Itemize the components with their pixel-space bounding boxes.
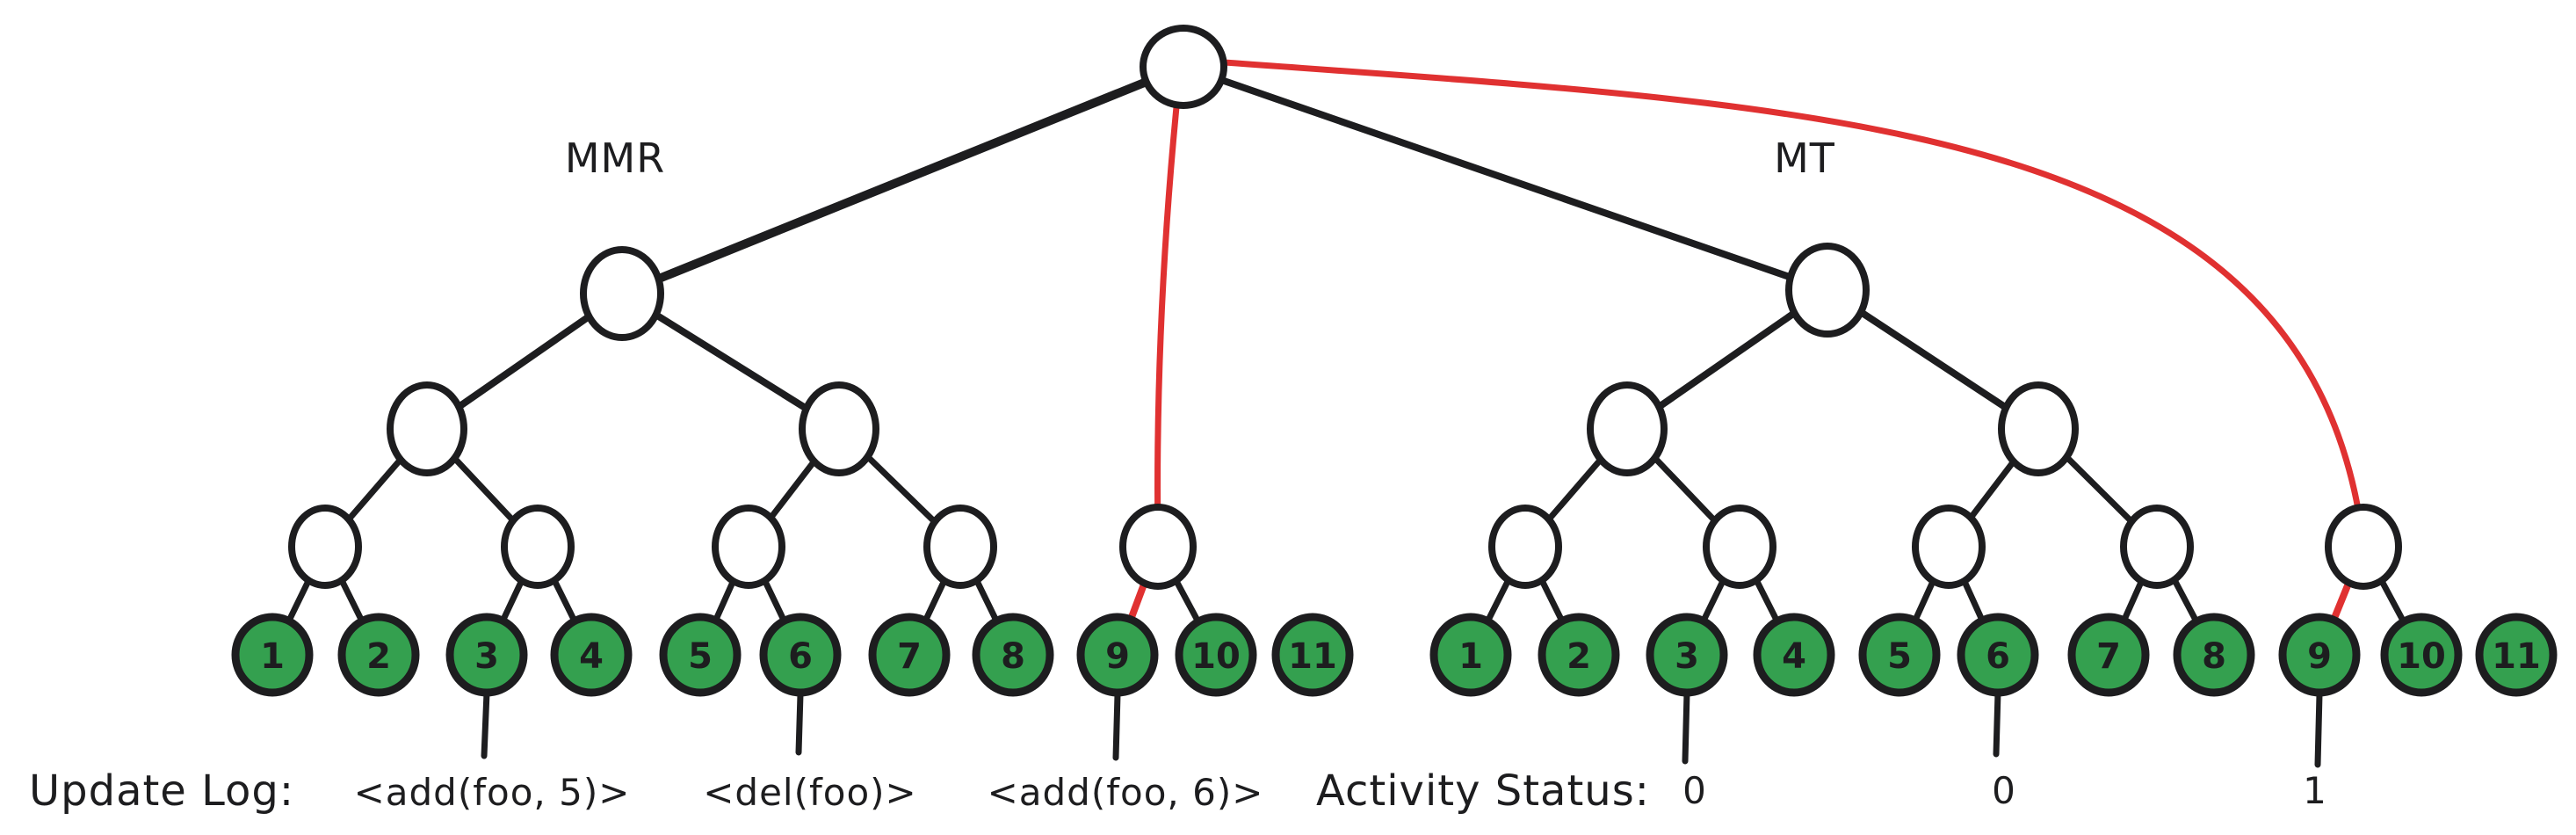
- edge-root-t-l1: [1180, 63, 1831, 294]
- mmr-parent-3-4: [501, 505, 575, 589]
- tick-mmr-leaf-9: [1112, 691, 1121, 761]
- mt-leaf-2: [1538, 613, 1620, 697]
- mt-leaf-11: [2475, 613, 2558, 697]
- mmr-leaf-2-label: 2: [366, 636, 391, 677]
- mt-leaf-3-label: 3: [1675, 636, 1699, 677]
- mmr-label: MMR: [565, 134, 665, 182]
- mmr-leaf-7-label: 7: [897, 636, 922, 677]
- mmr-leaf-6: [759, 613, 842, 697]
- mt-leaf-6-label: 6: [1986, 636, 2010, 677]
- mt-leaf-8: [2173, 613, 2255, 697]
- mt-parent-9-10: [2325, 504, 2402, 590]
- mt-leaf-1: [1429, 613, 1512, 697]
- mt-level2-right: [1998, 381, 2079, 476]
- mmr-leaf-2: [337, 613, 420, 697]
- tick-mmr-leaf-3: [481, 689, 490, 759]
- mmr-leaf-10: [1175, 613, 1257, 697]
- tick-mmr-leaf-6: [795, 691, 804, 756]
- update-log-entry-1: <add(foo, 5)>: [354, 771, 631, 814]
- mmr-leaf-9-label: 9: [1105, 636, 1130, 677]
- red-link-root-mt-peak: [1184, 56, 2367, 547]
- mt-leaf-5: [1858, 613, 1941, 697]
- mt-leaf-2-label: 2: [1567, 636, 1591, 677]
- mt-leaf-7: [2067, 613, 2150, 697]
- activity-status-2: 0: [1992, 769, 2016, 812]
- mt-parent-7-8: [2120, 505, 2194, 589]
- mmr-leaf-1: [231, 613, 314, 697]
- mt-parent-3-4: [1703, 505, 1776, 589]
- mt-leaf-10: [2380, 613, 2463, 697]
- mt-leaf-3: [1646, 613, 1728, 697]
- mmr-leaf-11: [1271, 613, 1354, 697]
- edge-root-m-l1: [618, 62, 1188, 298]
- activity-status-1: 0: [1682, 769, 1707, 812]
- root-node: [1140, 25, 1227, 109]
- mt-label: MT: [1774, 134, 1835, 182]
- mmr-leaf-9: [1076, 613, 1159, 697]
- nodes-layer: [231, 25, 2558, 697]
- update-log-entry-3: <add(foo, 6)>: [988, 771, 1264, 814]
- tick-mt-leaf-9: [2314, 691, 2323, 768]
- mt-leaf-6: [1957, 613, 2039, 697]
- mmr-level2-right: [799, 381, 879, 476]
- mmr-leaf-8-label: 8: [1001, 636, 1025, 677]
- red-link-root-mmr-peak: [1154, 69, 1183, 547]
- mmr-peak-node: [580, 246, 664, 341]
- mt-leaf-10-label: 10: [2397, 636, 2446, 677]
- mmr-parent-9-10: [1119, 504, 1197, 590]
- mt-leaf-4: [1753, 613, 1835, 697]
- mt-leaf-4-label: 4: [1782, 636, 1806, 677]
- tick-mt-leaf-6: [1993, 689, 2001, 758]
- mmr-leaf-4: [550, 613, 633, 697]
- mmr-leaf-6-label: 6: [788, 636, 813, 677]
- mmr-leaf-5-label: 5: [688, 636, 713, 677]
- mmr-leaf-5: [659, 613, 742, 697]
- mmr-leaf-10-label: 10: [1191, 636, 1241, 677]
- mmr-leaf-1-label: 1: [260, 636, 285, 677]
- mt-leaf-9-label: 9: [2307, 636, 2332, 677]
- mt-leaf-9: [2278, 613, 2361, 697]
- tick-mt-leaf-3: [1682, 689, 1690, 765]
- mmr-parent-1-2: [288, 505, 362, 589]
- mmr-level2-left: [387, 381, 467, 476]
- mmr-parent-7-8: [923, 505, 997, 589]
- mmr-parent-5-6: [712, 505, 785, 589]
- mt-leaf-11-label: 11: [2492, 636, 2541, 677]
- mmr-leaf-8: [972, 613, 1054, 697]
- mmr-leaf-4-label: 4: [579, 636, 604, 677]
- mt-parent-5-6: [1912, 505, 1986, 589]
- mmr-leaf-3: [445, 613, 528, 697]
- mt-parent-1-2: [1488, 505, 1562, 589]
- mt-leaf-1-label: 1: [1458, 636, 1483, 677]
- update-log-entry-2: <del(foo)>: [703, 771, 917, 814]
- mt-leaf-7-label: 7: [2096, 636, 2121, 677]
- mmr-leaf-7: [868, 613, 951, 697]
- mt-leaf-5-label: 5: [1887, 636, 1912, 677]
- mt-level2-left: [1587, 381, 1668, 476]
- update-log-label: Update Log:: [29, 766, 294, 816]
- mt-root-node: [1785, 243, 1870, 338]
- activity-status-3: 1: [2303, 769, 2327, 812]
- mmr-leaf-11-label: 11: [1288, 636, 1337, 677]
- activity-status-label: Activity Status:: [1316, 766, 1650, 816]
- mmr-leaf-3-label: 3: [474, 636, 499, 677]
- mt-leaf-8-label: 8: [2202, 636, 2226, 677]
